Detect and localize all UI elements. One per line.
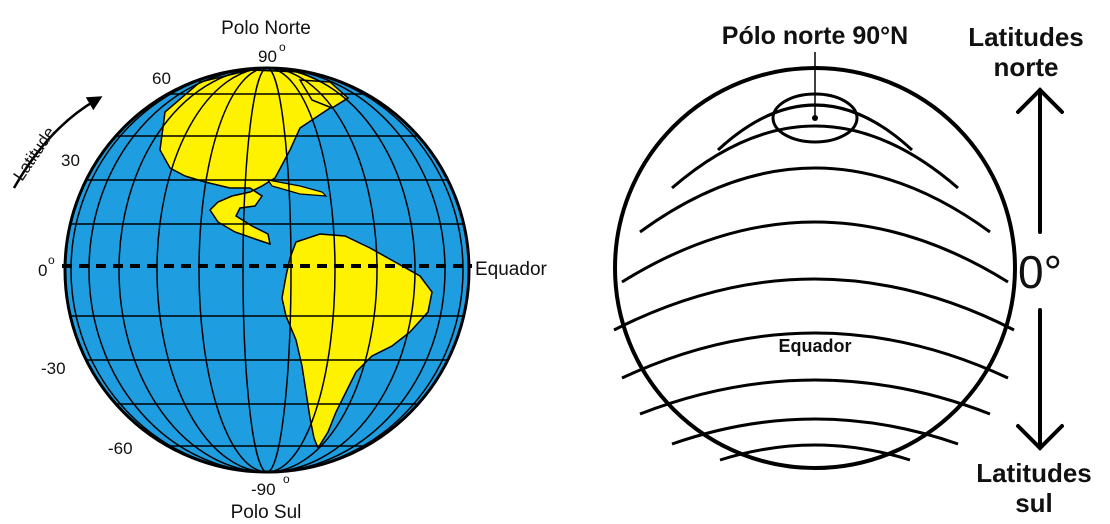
north-pole-dot (812, 115, 818, 121)
north-pole-label: Polo Norte (221, 18, 311, 39)
south-latitudes-label-line2: sul (1015, 488, 1053, 518)
left-globe: Polo Norte 90 o 60 30 0 o -30 -60 -90 o … (10, 18, 548, 523)
meridians (70, 68, 464, 472)
degree-sup-0: o (48, 253, 55, 267)
tick-label-60: 60 (152, 69, 171, 88)
north-pole-label-right: Pólo norte 90°N (722, 22, 908, 50)
right-globe-outline (613, 66, 1017, 470)
zero-degree-label: 0° (1018, 246, 1062, 298)
caribbean-islands (266, 179, 328, 197)
tick-label-minus-30: -30 (41, 359, 66, 378)
latitude-range-arrow (1016, 87, 1064, 451)
degree-sup-90: o (279, 40, 286, 54)
equator-label: Equador (475, 259, 548, 280)
right-globe: Pólo norte 90°N Equador Latitudes norte … (613, 22, 1092, 518)
south-america-landmass (281, 233, 433, 450)
north-latitudes-label-line1: Latitudes (968, 22, 1084, 52)
latitude-label: Latitude (10, 123, 60, 184)
degree-sup-minus-90: o (283, 472, 290, 486)
tick-label-30: 30 (61, 151, 80, 170)
latitude-arrow (12, 96, 103, 189)
ocean (65, 68, 469, 472)
equator-label-right: Equador (778, 336, 851, 356)
north-latitudes-label-line2: norte (994, 52, 1059, 82)
south-latitudes-label-line1: Latitudes (976, 458, 1092, 488)
south-pole-label: Polo Sul (231, 502, 302, 523)
tick-label-90: 90 (258, 47, 277, 66)
tick-label-minus-90: -90 (251, 480, 276, 499)
tick-label-0: 0 (38, 261, 47, 280)
globe-outline (63, 66, 471, 474)
tick-label-minus-60: -60 (108, 439, 133, 458)
